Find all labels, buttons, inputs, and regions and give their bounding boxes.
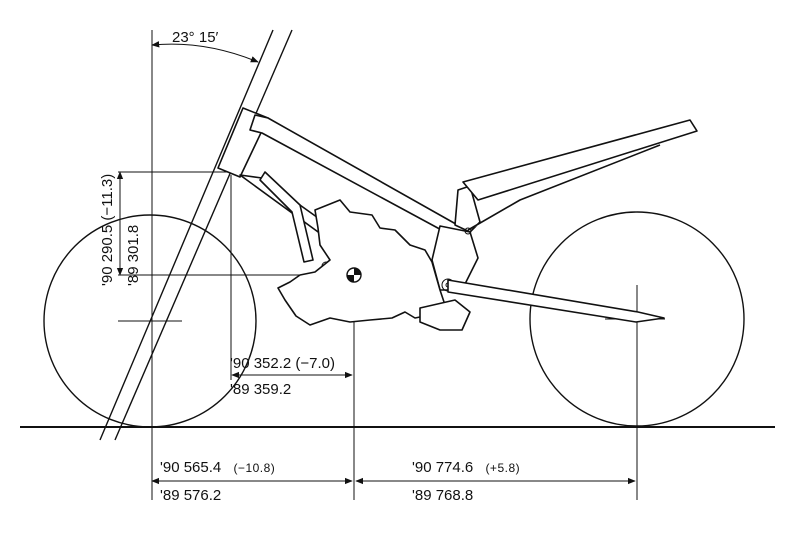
cg-offset-89-label: '89 359.2 xyxy=(230,381,291,398)
front-base-90-delta: (−10.8) xyxy=(233,461,275,475)
front-base-90-label: '90 565.4 (−10.8) xyxy=(160,459,275,476)
cg-offset-90-label: '90 352.2 (−7.0) xyxy=(230,355,335,372)
rear-base-90-value: '90 774.6 xyxy=(412,459,473,476)
fork-lines xyxy=(99,29,293,441)
swingarm xyxy=(447,279,665,323)
height-90-label: '90 290.5 (−11.3) xyxy=(99,174,116,286)
rear-base-90-label: '90 774.6 (+5.8) xyxy=(412,459,520,476)
rear-base-89-label: '89 768.8 xyxy=(412,487,473,504)
main-frame xyxy=(239,114,698,292)
front-base-90-value: '90 565.4 xyxy=(160,459,221,476)
caster-angle-label: 23° 15′ xyxy=(172,29,219,46)
center-of-gravity-marker xyxy=(346,267,362,283)
caster-angle-dimension xyxy=(151,41,259,63)
rear-base-90-delta: (+5.8) xyxy=(485,461,520,475)
engine-outline xyxy=(277,199,471,331)
height-89-label: '89 301.8 xyxy=(125,225,142,286)
front-base-89-label: '89 576.2 xyxy=(160,487,221,504)
